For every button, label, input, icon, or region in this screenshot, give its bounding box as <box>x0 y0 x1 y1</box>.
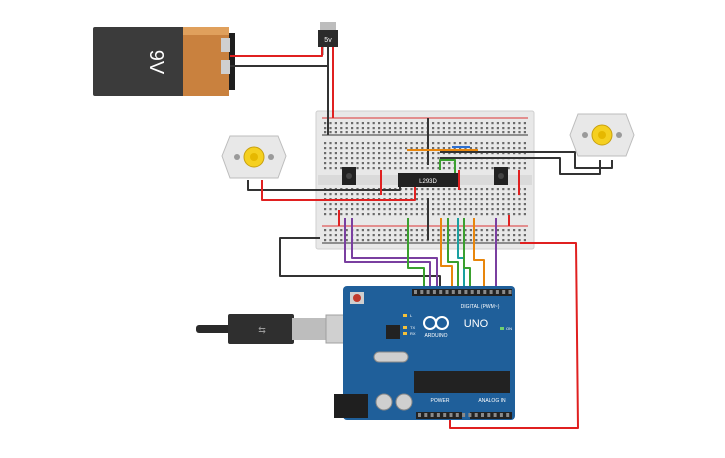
wire-green-2 <box>447 218 459 292</box>
wire-right-motor-2 <box>440 151 613 169</box>
wire-left-motor-2 <box>261 180 416 201</box>
digital-header[interactable] <box>412 289 512 296</box>
ic-label: L293D <box>419 179 437 185</box>
led-tx-label: TX <box>410 325 415 330</box>
wires <box>230 47 613 429</box>
wire-green-1 <box>407 218 425 292</box>
led-rx-label: RX <box>410 331 416 336</box>
analog-header-label: ANALOG IN <box>478 398 506 404</box>
wire-orange-1 <box>440 218 453 292</box>
battery-9v[interactable]: 9V <box>93 27 235 96</box>
analog-header[interactable] <box>470 412 512 419</box>
component-right-switch[interactable] <box>494 167 508 185</box>
l293d-chip[interactable]: L293D <box>398 173 458 187</box>
wire-teal-1 <box>457 218 465 292</box>
arduino-uno-board[interactable]: UNO ARDUINO DIGITAL (PWM~) POWER ANALOG … <box>334 286 515 420</box>
svg-text:⇆: ⇆ <box>258 325 266 335</box>
wire-battery-positive <box>230 47 323 57</box>
wire-power-red <box>449 242 579 429</box>
wire-purple-2 <box>351 218 438 292</box>
wire-arduino-gnd <box>279 237 441 292</box>
board-brand: UNO <box>464 318 489 330</box>
dc-motor-left[interactable] <box>221 135 287 179</box>
wire-green-top <box>439 159 456 175</box>
wire-right-motor-1 <box>440 157 601 175</box>
regulator-label: 5v <box>324 37 332 44</box>
board-maker: ARDUINO <box>424 333 447 339</box>
power-jack[interactable] <box>334 394 368 418</box>
digital-header-label: DIGITAL (PWM~) <box>461 304 500 310</box>
usb-cable[interactable]: ⇆ <box>196 314 363 344</box>
power-header-label: POWER <box>431 398 450 404</box>
wire-left-motor-1 <box>247 180 401 191</box>
atmega-chip <box>414 371 510 393</box>
led-l-label: L <box>410 313 413 318</box>
wire-purple-1 <box>344 218 431 292</box>
dc-motor-right[interactable] <box>569 113 635 157</box>
battery-label: 9V <box>145 50 167 75</box>
wire-orange-2 <box>473 218 485 292</box>
led-on-label: ON <box>506 326 512 331</box>
wire-green-3 <box>463 218 471 292</box>
component-left-switch[interactable] <box>342 167 356 185</box>
arduino-logo <box>423 316 449 330</box>
